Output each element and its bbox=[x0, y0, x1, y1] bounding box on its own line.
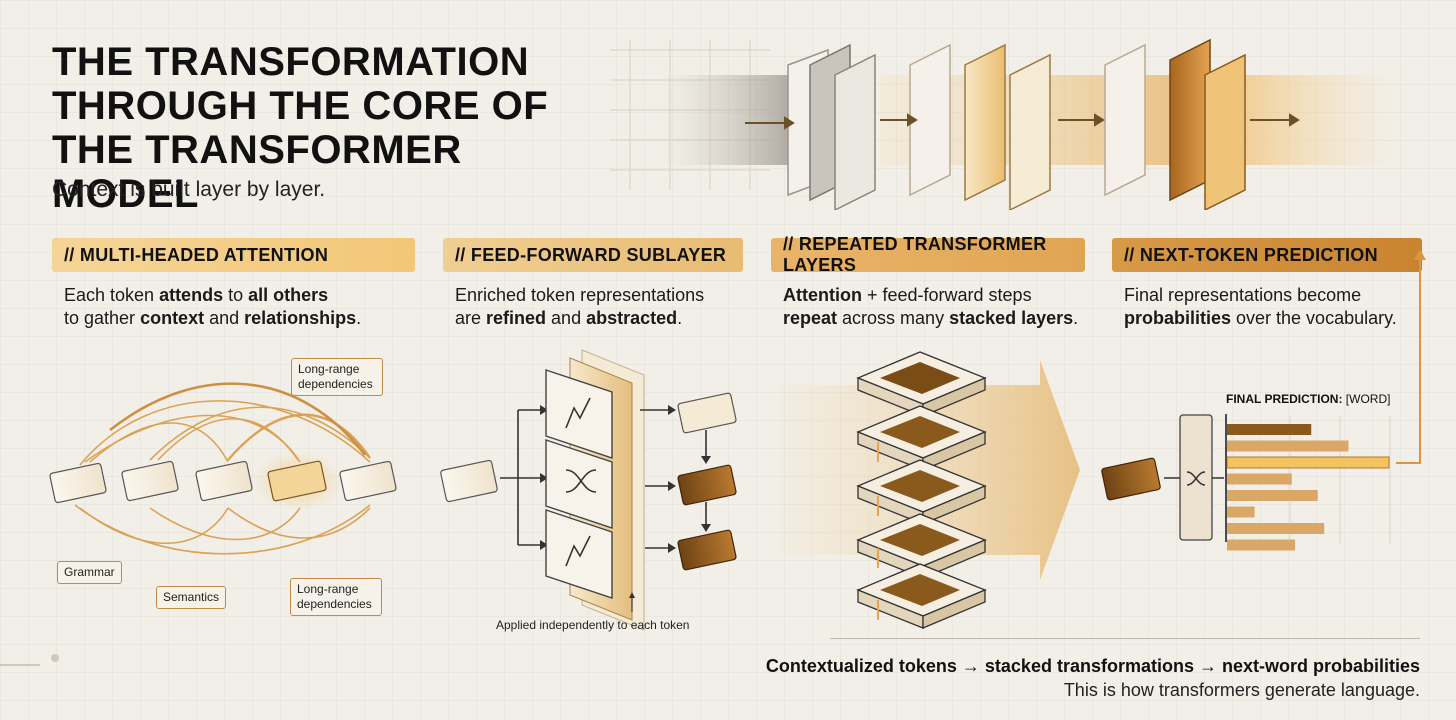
ffn-diagram bbox=[440, 349, 737, 631]
section-next-token-prediction: // NEXT-TOKEN PREDICTION Final represent… bbox=[1112, 238, 1422, 330]
ffn-note: Applied independently to each token bbox=[496, 618, 690, 632]
section-header: // FEED-FORWARD SUBLAYER bbox=[443, 238, 743, 272]
description-line: are refined and abstracted. bbox=[455, 308, 683, 328]
label-long-range-top: Long-range dependencies bbox=[291, 358, 383, 396]
probability-bar bbox=[1227, 440, 1349, 452]
label-line: Long-range bbox=[297, 582, 359, 596]
ffn-block-3 bbox=[545, 509, 613, 599]
ffn-output-token-3 bbox=[677, 529, 737, 571]
section-repeated-layers: // REPEATED TRANSFORMER LAYERS Attention… bbox=[771, 234, 1085, 330]
label-line: dependencies bbox=[297, 597, 372, 611]
stack-layer bbox=[856, 563, 987, 629]
token-block bbox=[195, 460, 253, 502]
token-block bbox=[121, 460, 179, 502]
section-description: Final representations become probabilitie… bbox=[1112, 284, 1422, 330]
description-line: Final representations become bbox=[1124, 285, 1362, 305]
ffn-output-token-1 bbox=[677, 392, 737, 434]
curve-icon bbox=[565, 535, 591, 567]
stack-layer bbox=[856, 405, 987, 471]
layer-stack bbox=[856, 351, 987, 629]
hero-layer-illustration bbox=[610, 38, 1400, 210]
label-line: dependencies bbox=[298, 377, 373, 391]
section-feed-forward: // FEED-FORWARD SUBLAYER Enriched token … bbox=[443, 238, 743, 330]
token-block bbox=[49, 462, 107, 504]
token-block bbox=[339, 460, 397, 502]
token-block bbox=[267, 460, 327, 502]
description-line: Enriched token representations bbox=[455, 285, 705, 305]
section-header: // MULTI-HEADED ATTENTION bbox=[52, 238, 415, 272]
page-title: THE TRANSFORMATION THROUGH THE CORE OF T… bbox=[52, 40, 612, 216]
title-line-1: THE TRANSFORMATION bbox=[52, 40, 530, 84]
ffn-block-1 bbox=[545, 369, 613, 459]
probability-bar bbox=[1227, 490, 1318, 501]
label-semantics: Semantics bbox=[156, 586, 227, 609]
summary-headline: Contextualized tokens → stacked transfor… bbox=[765, 656, 1420, 676]
attention-arcs bbox=[74, 382, 371, 555]
ffn-block-2 bbox=[545, 439, 613, 529]
summary-divider bbox=[830, 638, 1420, 639]
stack-layer bbox=[856, 351, 987, 417]
probability-bar bbox=[1226, 456, 1390, 469]
hero-arrows bbox=[745, 113, 1300, 130]
section-description: Enriched token representations are refine… bbox=[443, 284, 743, 330]
description-line: Attention + feed-forward steps bbox=[783, 285, 1032, 305]
description-line: Each token attends to all others bbox=[64, 285, 329, 305]
curve-icon bbox=[565, 397, 591, 429]
title-line-2: THROUGH THE CORE OF bbox=[52, 84, 549, 128]
shuffle-icon bbox=[565, 469, 597, 493]
final-prediction-word: [WORD] bbox=[1342, 392, 1391, 406]
ffn-input-token bbox=[440, 459, 498, 503]
section-header: // REPEATED TRANSFORMER LAYERS bbox=[771, 234, 1085, 275]
prediction-diagram bbox=[1101, 249, 1426, 551]
shuffle-icon bbox=[1186, 471, 1206, 486]
hero-plane-group-1 bbox=[787, 43, 876, 210]
final-prediction-label: FINAL PREDICTION: [WORD] bbox=[1226, 392, 1390, 406]
description-line: probabilities over the vocabulary. bbox=[1124, 308, 1397, 328]
hero-plane-group-3 bbox=[1104, 38, 1246, 210]
hero-plane-group-2 bbox=[909, 43, 1051, 210]
decorative-dots bbox=[0, 654, 59, 666]
section-multi-headed-attention: // MULTI-HEADED ATTENTION Each token att… bbox=[52, 238, 415, 330]
final-prediction-title: FINAL PREDICTION: bbox=[1226, 392, 1343, 406]
feedback-arrow bbox=[1396, 256, 1421, 464]
description-line: to gather context and relationships. bbox=[64, 308, 362, 328]
label-grammar: Grammar bbox=[57, 561, 122, 584]
title-line-3: THE TRANSFORMER MODEL bbox=[52, 128, 462, 216]
probability-bar bbox=[1227, 506, 1255, 518]
probability-bar bbox=[1227, 473, 1292, 485]
stack-layer bbox=[856, 513, 987, 579]
probability-bar bbox=[1227, 539, 1296, 551]
probability-bar bbox=[1227, 523, 1325, 534]
ffn-output-token-2 bbox=[677, 464, 737, 506]
label-long-range-bottom: Long-range dependencies bbox=[290, 578, 382, 616]
stack-layer bbox=[856, 459, 987, 525]
attention-tokens bbox=[49, 451, 397, 511]
label-line: Semantics bbox=[163, 590, 220, 604]
section-header: // NEXT-TOKEN PREDICTION bbox=[1112, 238, 1422, 272]
label-line: Long-range bbox=[298, 362, 360, 376]
summary-subline: This is how transformers generate langua… bbox=[1063, 680, 1420, 700]
section-description: Each token attends to all others to gathe… bbox=[52, 284, 415, 330]
section-description: Attention + feed-forward steps repeat acr… bbox=[771, 284, 1085, 330]
probability-bar bbox=[1227, 424, 1312, 435]
prediction-input-token bbox=[1101, 457, 1161, 501]
prediction-bars bbox=[1226, 424, 1390, 551]
description-line: repeat across many stacked layers. bbox=[783, 308, 1079, 328]
label-line: Grammar bbox=[64, 565, 115, 579]
page-subtitle: Context is built layer by layer. bbox=[52, 178, 326, 201]
